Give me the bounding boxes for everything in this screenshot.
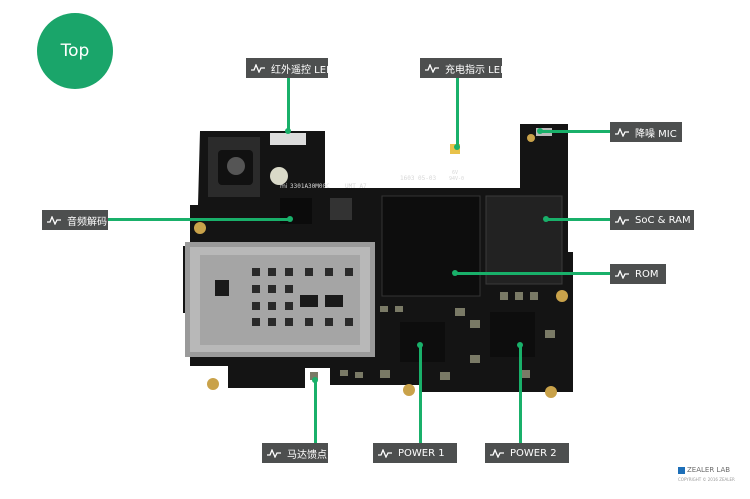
label-audio-text: 音频解码	[67, 216, 107, 228]
pulse-icon	[615, 215, 629, 225]
label-rom: ROM	[610, 264, 666, 284]
leader-ir-led	[287, 77, 290, 132]
label-soc-ram-text: SoC & RAM	[635, 214, 691, 226]
label-power2-text: POWER 2	[510, 447, 557, 459]
pointer-ir-led	[285, 128, 291, 134]
label-rom-text: ROM	[635, 268, 659, 280]
label-ir-led-text: 红外遥控 LED	[271, 64, 334, 76]
silk-umt: UMT A7	[345, 183, 367, 190]
copyright: COPYRIGHT © 2016 ZEALER	[678, 477, 735, 482]
top-side-badge: Top	[37, 13, 113, 89]
rom-chip	[381, 195, 481, 297]
pulse-icon	[425, 63, 439, 73]
pulse-icon	[615, 269, 629, 279]
pointer-rom	[452, 270, 458, 276]
label-motor-text: 马达馈点	[287, 449, 327, 461]
leader-motor	[314, 380, 317, 444]
brand-text: ZEALER LAB	[687, 466, 731, 474]
pulse-icon	[267, 448, 281, 458]
label-mic-text: 降噪 MIC	[635, 128, 677, 140]
leader-mic	[540, 130, 610, 133]
leader-charge-led	[456, 77, 459, 147]
silk-date: 1603 05-03	[400, 175, 437, 182]
pointer-motor	[312, 377, 318, 383]
label-power2: POWER 2	[485, 443, 569, 463]
silk-brand: mi	[280, 183, 288, 190]
leader-power1	[419, 345, 422, 444]
label-charge-led-text: 充电指示 LED	[445, 64, 508, 76]
label-motor: 马达馈点	[262, 443, 328, 463]
leader-power2	[519, 345, 522, 444]
silk-part: 3301A30M00C	[290, 183, 330, 190]
label-power1-text: POWER 1	[398, 447, 445, 459]
silk-v: 94V-0	[449, 176, 464, 182]
pulse-icon	[378, 448, 392, 458]
leader-audio	[108, 218, 290, 221]
label-mic: 降噪 MIC	[610, 122, 682, 142]
top-label: Top	[60, 41, 90, 61]
silk-volt: 6V	[452, 170, 458, 176]
pulse-icon	[251, 63, 265, 73]
label-charge-led: 充电指示 LED	[420, 58, 508, 78]
pointer-audio	[287, 216, 293, 222]
pointer-soc	[543, 216, 549, 222]
pointer-charge-led	[454, 144, 460, 150]
pulse-icon	[490, 448, 504, 458]
label-soc-ram: SoC & RAM	[610, 210, 694, 230]
zealer-mark-icon	[678, 466, 685, 474]
label-ir-led: 红外遥控 LED	[246, 58, 334, 78]
pointer-power1	[417, 342, 423, 348]
label-power1: POWER 1	[373, 443, 457, 463]
pointer-power2	[517, 342, 523, 348]
pointer-mic	[537, 128, 543, 134]
pulse-icon	[615, 127, 629, 137]
leader-soc	[546, 218, 610, 221]
leader-rom	[455, 272, 610, 275]
zealer-lab-logo: ZEALER LAB	[678, 466, 730, 474]
label-audio: 音频解码	[42, 210, 108, 230]
pulse-icon	[47, 215, 61, 225]
soc-ram-chip	[485, 195, 563, 285]
